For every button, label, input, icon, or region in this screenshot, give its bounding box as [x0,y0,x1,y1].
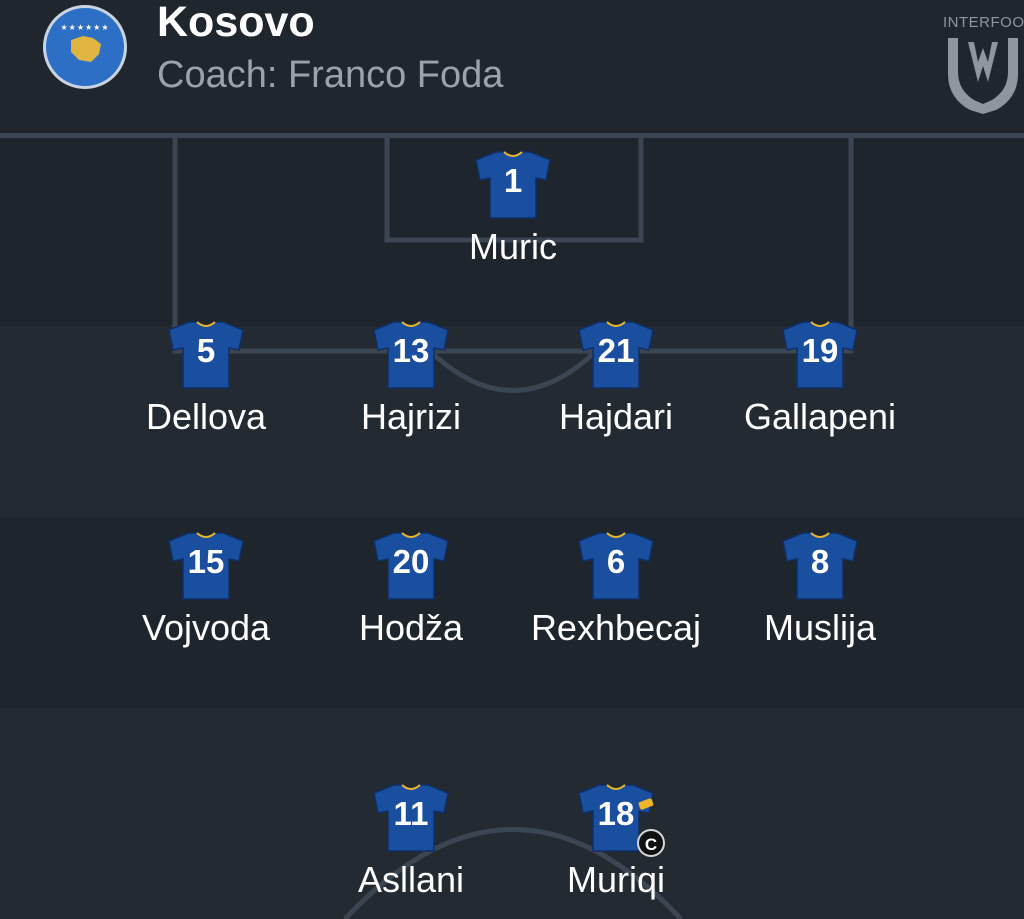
jersey-number: 18 [597,795,635,832]
jersey-icon: 19 [781,320,859,390]
jersey-icon: 11 [372,783,450,853]
jersey-icon: 15 [167,531,245,601]
player-name: Muriqi [566,859,665,900]
jersey-icon: 20 [372,531,450,601]
player-name: Muric [469,226,557,267]
player-name: Rexhbecaj [530,607,702,648]
jersey-icon: 5 [167,320,245,390]
brand-logo-icon [948,38,1018,114]
jersey-number: 8 [810,543,830,580]
jersey-number: 11 [393,795,429,832]
jersey-icon: 18 [577,783,655,853]
jersey-number: 1 [503,162,523,199]
pitch-band [0,708,1024,919]
jersey-icon: 13 [372,320,450,390]
player-name: Asllani [357,859,465,900]
jersey-number: 19 [801,332,839,369]
jersey-number: 21 [597,332,635,369]
jersey-number: 6 [606,543,626,580]
pitch-top-line [0,133,1024,138]
kosovo-flag-icon: ★★★★★★ [43,5,127,89]
player-name: Hodža [358,607,464,648]
player-name: Hajrizi [360,396,461,437]
jersey-icon: 1 [474,150,552,220]
jersey-number: 13 [392,332,430,369]
player-name: Gallapeni [743,396,897,437]
brand-watermark-text: INTERFOOTBA [943,14,1024,31]
jersey-number: 5 [196,332,216,369]
jersey-number: 15 [187,543,225,580]
player-name: Dellova [145,396,267,437]
jersey-number: 20 [392,543,430,580]
team-header: ★★★★★★ Kosovo Coach: Franco Foda INTERFO… [0,0,1024,135]
player-name: Muslija [763,607,877,648]
coach-name: Coach: Franco Foda [157,54,504,96]
team-name: Kosovo [157,0,315,46]
jersey-icon: 6 [577,531,655,601]
player-name: Hajdari [558,396,674,437]
captain-badge: C [637,829,665,857]
player-name: Vojvoda [141,607,271,648]
pitch-band [0,326,1024,517]
jersey-icon: 21 [577,320,655,390]
jersey-icon: 8 [781,531,859,601]
